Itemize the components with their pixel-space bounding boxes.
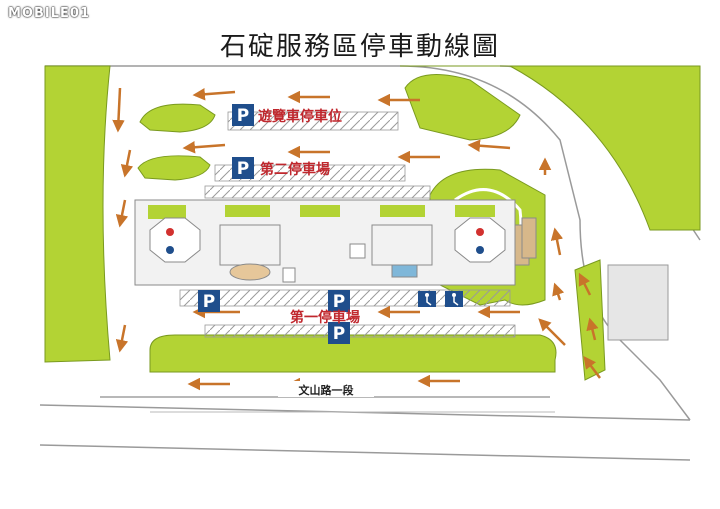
parking-sign-first-bottom: P — [328, 322, 350, 344]
svg-text:P: P — [203, 292, 215, 312]
second-lot-island — [137, 155, 211, 181]
tour-bus-island — [139, 103, 216, 133]
second-lot-label: 第二停車場 — [260, 161, 330, 178]
bottom-grass-strip — [149, 334, 557, 373]
second-lot-stalls — [214, 164, 406, 182]
parking-sign-first-left: P — [198, 290, 220, 312]
left-grass — [44, 65, 111, 363]
accessible-parking-icon — [418, 291, 436, 307]
first-lot-label: 第一停車場 — [290, 309, 360, 326]
first-lot-stalls-lower — [204, 324, 516, 338]
second-lot-stalls-row2 — [204, 185, 431, 199]
tour-bus-stalls — [227, 111, 399, 131]
traffic-arrows — [112, 87, 601, 391]
parking-sign-second: P — [232, 157, 254, 179]
restroom-female-icon — [166, 228, 174, 236]
road-name-label: 文山路一段 — [299, 383, 354, 397]
top-curved-island — [404, 74, 521, 141]
top-right-grass — [400, 65, 701, 231]
svg-text:P: P — [237, 106, 249, 126]
svg-text:P: P — [333, 324, 345, 344]
service-building — [134, 199, 537, 286]
parking-sign-first-center: P — [328, 290, 350, 312]
restroom-right — [454, 217, 506, 263]
parking-sign-tour: P — [232, 104, 254, 126]
restroom-female-icon — [476, 228, 484, 236]
restroom-male-icon — [476, 246, 484, 254]
svg-text:P: P — [333, 292, 345, 312]
accessible-parking-icon — [445, 291, 463, 307]
right-lot — [607, 264, 669, 341]
svg-text:P: P — [237, 159, 249, 179]
map-title: 石碇服務區停車動線圖 — [219, 32, 500, 62]
tour-bus-label: 遊覽車停車位 — [258, 108, 342, 125]
mobile01-watermark: MOBILE01 — [8, 6, 90, 21]
restroom-left — [149, 217, 201, 263]
restroom-male-icon — [166, 246, 174, 254]
